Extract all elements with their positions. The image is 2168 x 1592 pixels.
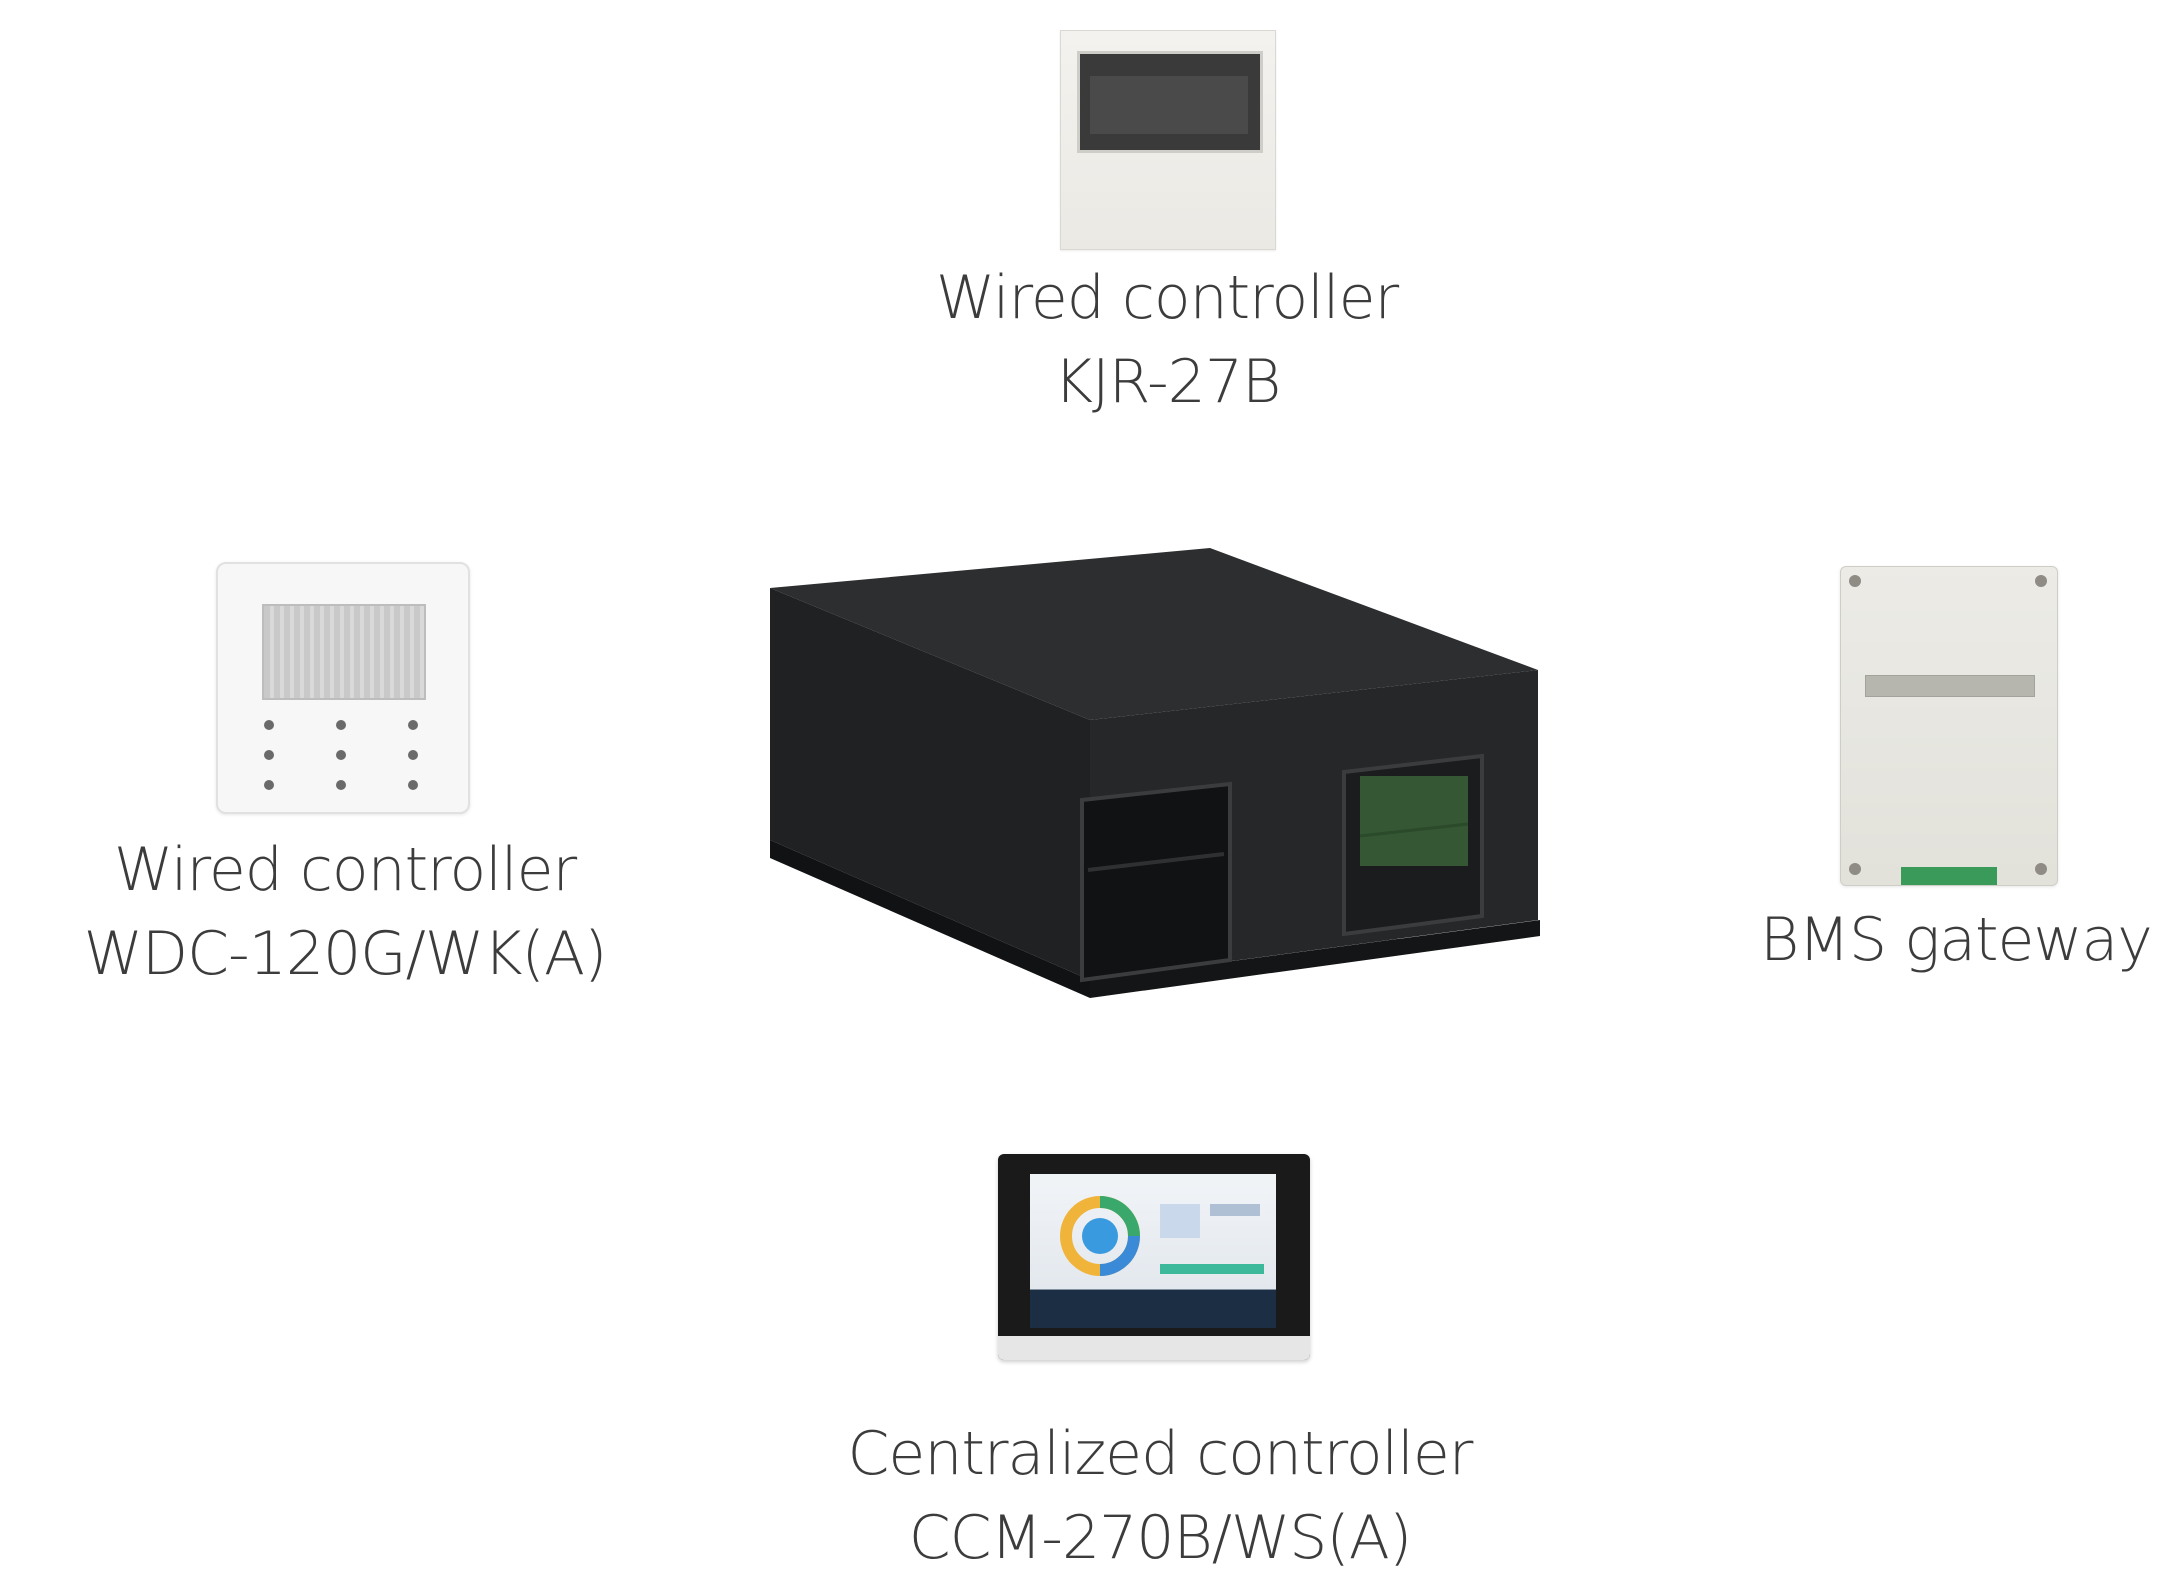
bms-label-strip bbox=[1865, 675, 2035, 697]
ccm-270b-touchscreen-icon bbox=[998, 1154, 1310, 1360]
bms-terminal-block bbox=[1901, 867, 1997, 885]
ventilation-unit-icon bbox=[770, 548, 1540, 998]
wdc-button-icon bbox=[336, 750, 346, 760]
ccm-caption: Centralized controller CCM-270B/WS(A) bbox=[840, 1412, 1480, 1580]
bms-gateway-icon bbox=[1840, 566, 2058, 886]
wdc-button-icon bbox=[336, 780, 346, 790]
kjr-caption: Wired controller KJR-27B bbox=[884, 256, 1450, 424]
bms-caption: BMS gateway bbox=[1760, 898, 2153, 982]
wdc-120g-controller-icon bbox=[216, 562, 470, 814]
wdc-button-icon bbox=[408, 780, 418, 790]
wdc-button-icon bbox=[264, 720, 274, 730]
ccm-screen bbox=[1030, 1174, 1276, 1328]
wdc-button-icon bbox=[336, 720, 346, 730]
screw-icon bbox=[1849, 863, 1861, 875]
kjr-caption-model: KJR-27B bbox=[1053, 347, 1282, 417]
ccm-dashboard-graphic bbox=[1030, 1196, 1276, 1328]
wdc-button-icon bbox=[264, 780, 274, 790]
kjr-display bbox=[1090, 76, 1248, 134]
kjr-27b-controller-icon bbox=[1060, 30, 1276, 250]
ccm-caption-title: Centralized controller bbox=[847, 1419, 1474, 1489]
screw-icon bbox=[1849, 575, 1861, 587]
wdc-button-icon bbox=[408, 750, 418, 760]
ccm-bezel bbox=[998, 1336, 1310, 1360]
wdc-screen bbox=[262, 604, 426, 700]
kjr-caption-title: Wired controller bbox=[935, 263, 1399, 333]
wdc-caption-model: WDC-120G/WK(A) bbox=[83, 919, 608, 989]
bms-caption-title: BMS gateway bbox=[1760, 905, 2153, 975]
kjr-screen bbox=[1077, 51, 1263, 153]
screw-icon bbox=[2035, 575, 2047, 587]
wdc-caption: Wired controller WDC-120G/WK(A) bbox=[60, 828, 630, 996]
wdc-button-icon bbox=[264, 750, 274, 760]
screw-icon bbox=[2035, 863, 2047, 875]
wdc-button-icon bbox=[408, 720, 418, 730]
ccm-caption-model: CCM-270B/WS(A) bbox=[908, 1503, 1413, 1573]
wdc-caption-title: Wired controller bbox=[113, 835, 577, 905]
